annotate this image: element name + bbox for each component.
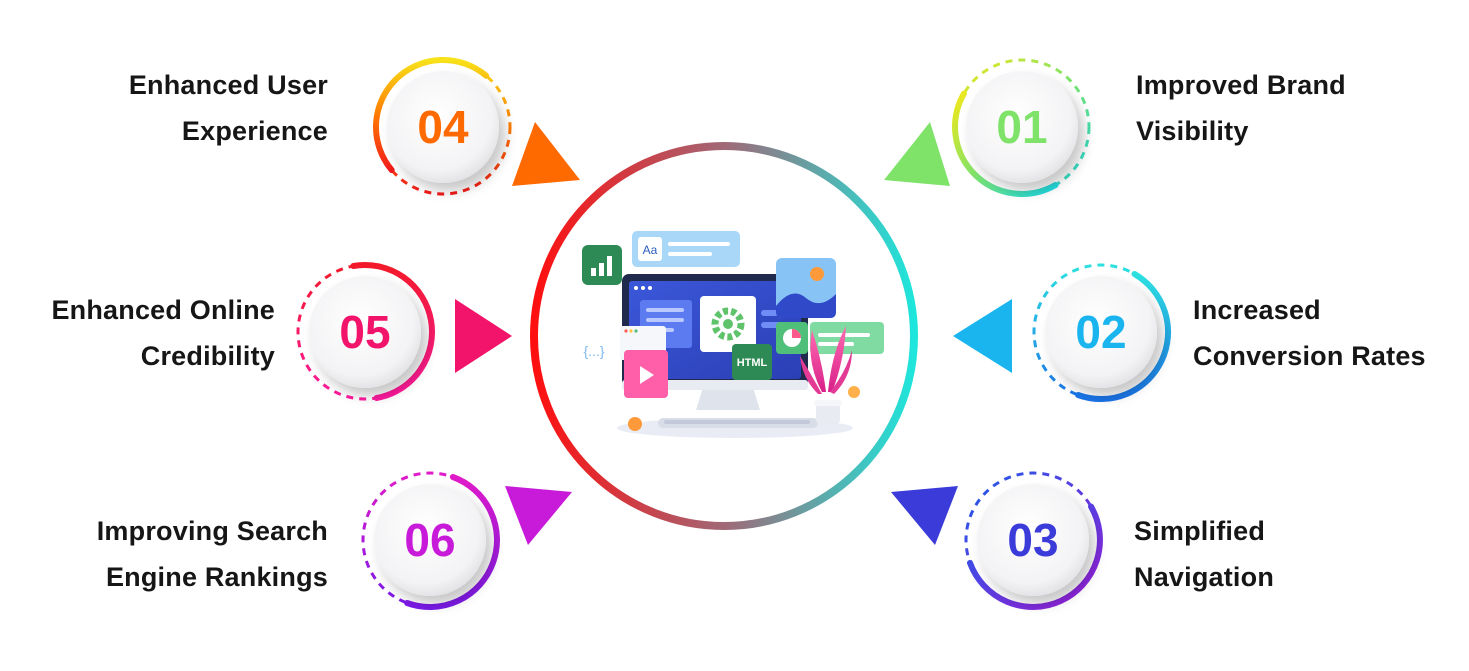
item-number: 01 <box>996 101 1047 153</box>
item-number: 03 <box>1007 514 1058 566</box>
number-disc <box>977 484 1089 596</box>
html-badge: HTML <box>732 344 772 380</box>
items-layer: 01 02 03 04 05 06 <box>296 56 1171 610</box>
item-number: 02 <box>1075 306 1126 358</box>
number-disc <box>374 484 486 596</box>
image-card-icon <box>776 258 836 318</box>
solid-ring-arc <box>967 503 1103 610</box>
item-05-line1: Enhanced Online <box>51 295 275 325</box>
item-04-label: Enhanced User Experience <box>129 62 328 154</box>
web-design-monitor-icon: Aa {...} <box>582 231 884 438</box>
number-disc <box>966 71 1078 183</box>
solid-ring-arc <box>1075 271 1171 402</box>
item-01-label: Improved Brand Visibility <box>1136 62 1346 154</box>
triangle-pointer-icon <box>884 122 950 186</box>
solid-ring-arc <box>952 90 1059 197</box>
triangle-pointer-icon <box>455 299 512 373</box>
triangle-pointer-icon <box>505 486 572 545</box>
item-04-line1: Enhanced User <box>128 70 328 100</box>
triangle-pointer-icon <box>512 122 580 186</box>
gear-icon <box>711 307 745 341</box>
item-node-01: 01 <box>884 58 1091 197</box>
triangle-pointer-icon <box>953 299 1012 373</box>
pie-chart-card <box>776 322 884 354</box>
item-number: 06 <box>404 514 455 566</box>
solid-ring-arc <box>404 474 501 610</box>
item-number: 05 <box>339 306 390 358</box>
solid-ring-arc <box>372 56 490 174</box>
bar-chart-icon <box>582 245 622 285</box>
item-node-04: 04 <box>372 56 580 196</box>
item-02-label: Increased Conversion Rates <box>1193 287 1426 379</box>
item-03-line1: Simplified <box>1134 516 1266 546</box>
item-node-06: 06 <box>361 471 572 610</box>
code-badge: {...} <box>583 343 604 359</box>
item-01-line1: Improved Brand <box>1136 70 1346 100</box>
triangle-pointer-icon <box>891 486 958 545</box>
play-video-icon <box>624 350 668 398</box>
number-disc <box>1045 276 1157 388</box>
plant-icon <box>800 326 860 424</box>
number-disc <box>387 71 499 183</box>
item-03-line2: Navigation <box>1134 562 1275 592</box>
font-badge-text: Aa <box>643 243 658 257</box>
number-disc <box>309 276 421 388</box>
orange-ball <box>628 417 642 431</box>
solid-ring-arc <box>350 262 435 401</box>
html-badge-text: HTML <box>737 357 768 369</box>
item-number: 04 <box>417 101 469 153</box>
font-card: Aa <box>632 231 740 267</box>
item-03-label: Simplified Navigation <box>1134 508 1274 600</box>
item-05-line2: Credibility <box>140 341 275 371</box>
item-06-line1: Improving Search <box>96 516 328 546</box>
item-02-line2: Conversion Rates <box>1193 341 1426 371</box>
item-06-label: Improving Search Engine Rankings <box>97 508 328 600</box>
item-node-02: 02 <box>953 263 1171 402</box>
item-04-line2: Experience <box>181 116 328 146</box>
central-ring <box>530 142 918 530</box>
item-06-line2: Engine Rankings <box>105 562 328 592</box>
item-node-03: 03 <box>891 471 1103 610</box>
item-node-05: 05 <box>296 262 512 401</box>
item-01-line2: Visibility <box>1136 116 1249 146</box>
item-05-label: Enhanced Online Credibility <box>51 287 275 379</box>
item-02-line1: Increased <box>1193 295 1321 325</box>
